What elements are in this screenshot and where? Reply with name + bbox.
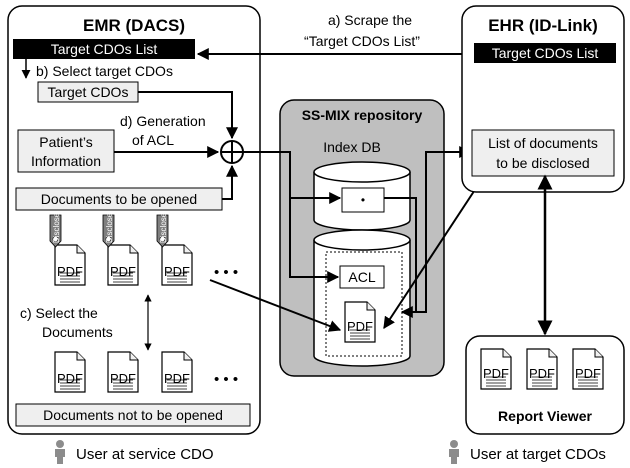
emr-target-cdos-list-label: Target CDOs List [51, 41, 158, 57]
viewer-pdf-2: PDF [526, 348, 558, 390]
viewer-pdf-1: PDF [480, 348, 512, 390]
target-user-icon [449, 440, 459, 464]
svg-text:PDF: PDF [164, 371, 190, 386]
disclosed-pdf-3: PDF [161, 244, 193, 286]
docs-not-open-box [15, 403, 251, 427]
repository-pdf: PDF [344, 301, 376, 343]
disclosed-list-line1: List of documents [488, 135, 598, 151]
step-d-line1: d) Generation [120, 113, 206, 129]
acl-label: ACL [348, 269, 375, 285]
disclosed-pdf-2: PDF [107, 244, 139, 286]
svg-text:PDF: PDF [529, 366, 555, 381]
ehr-target-cdos-list-label: Target CDOs List [492, 45, 599, 61]
step-c-line2: Documents [42, 324, 113, 340]
svg-text:PDF: PDF [483, 366, 509, 381]
docs-not-open-label: Documents not to be opened [43, 407, 223, 423]
emr-title: EMR (DACS) [83, 16, 185, 35]
emr-panel [7, 5, 261, 435]
arrow-pdf-to-repository [209, 279, 342, 332]
svg-text:PDF: PDF [57, 264, 83, 279]
ssmix-title: SS-MIX repository [302, 107, 423, 123]
undisclosed-pdf-1: PDF [54, 351, 86, 393]
arrow-acl-to-index [243, 151, 342, 204]
disclose-tag-2: Disclose [102, 212, 115, 248]
index-entry-box [341, 187, 385, 213]
svg-text:PDF: PDF [347, 319, 373, 334]
scrape-line2: “Target CDOs List” [304, 33, 420, 49]
ehr-title: EHR (ID-Link) [488, 16, 598, 35]
patient-info-line2: Information [31, 153, 101, 169]
svg-text:Disclose: Disclose [52, 212, 61, 243]
svg-text:PDF: PDF [57, 371, 83, 386]
patient-info-line1: Patient’s [39, 134, 92, 150]
step-c-line1: c) Select the [20, 305, 98, 321]
viewer-pdf-3: PDF [572, 348, 604, 390]
ellipsis-top: • • • [214, 264, 238, 281]
ellipsis-bottom: • • • [214, 371, 238, 388]
arrow-disclosed-to-pdf [383, 174, 485, 330]
report-viewer-title: Report Viewer [498, 408, 592, 424]
svg-text:Disclose: Disclose [159, 212, 168, 243]
undisclosed-pdf-2: PDF [107, 351, 139, 393]
ehr-target-cdos-list-box [474, 43, 616, 63]
docs-to-open-label: Documents to be opened [41, 191, 197, 207]
service-user-icon [55, 440, 65, 464]
service-user-label: User at service CDO [76, 446, 214, 463]
index-db-label: Index DB [323, 139, 381, 155]
svg-text:PDF: PDF [575, 366, 601, 381]
arrow-acl-to-repository [289, 198, 340, 283]
step-b-label: b) Select target CDOs [36, 63, 173, 79]
disclosed-list-line2: to be disclosed [496, 155, 589, 171]
disclosed-pdf-1: PDF [54, 244, 86, 286]
disclosed-list-box [471, 129, 615, 177]
target-user-label: User at target CDOs [470, 446, 606, 463]
svg-text:Disclose: Disclose [105, 212, 114, 243]
acl-combiner-icon [220, 140, 244, 164]
svg-text:PDF: PDF [110, 371, 136, 386]
disclose-tag-3: Disclose [156, 212, 169, 248]
svg-text:PDF: PDF [110, 264, 136, 279]
scrape-line1: a) Scrape the [328, 12, 412, 28]
disclose-tag-1: Disclose [49, 212, 62, 248]
step-d-line2: of ACL [132, 132, 174, 148]
repository-cylinder [313, 229, 411, 367]
index-entry-dot: • [361, 193, 365, 207]
emr-target-cdos-list-box [13, 39, 195, 59]
undisclosed-pdf-3: PDF [161, 351, 193, 393]
svg-text:PDF: PDF [164, 264, 190, 279]
target-cdos-label: Target CDOs [48, 84, 129, 100]
patient-info-box [17, 129, 115, 173]
arrow-target-cdos-to-acl [138, 91, 238, 140]
arrow-docs-to-acl [222, 164, 238, 200]
